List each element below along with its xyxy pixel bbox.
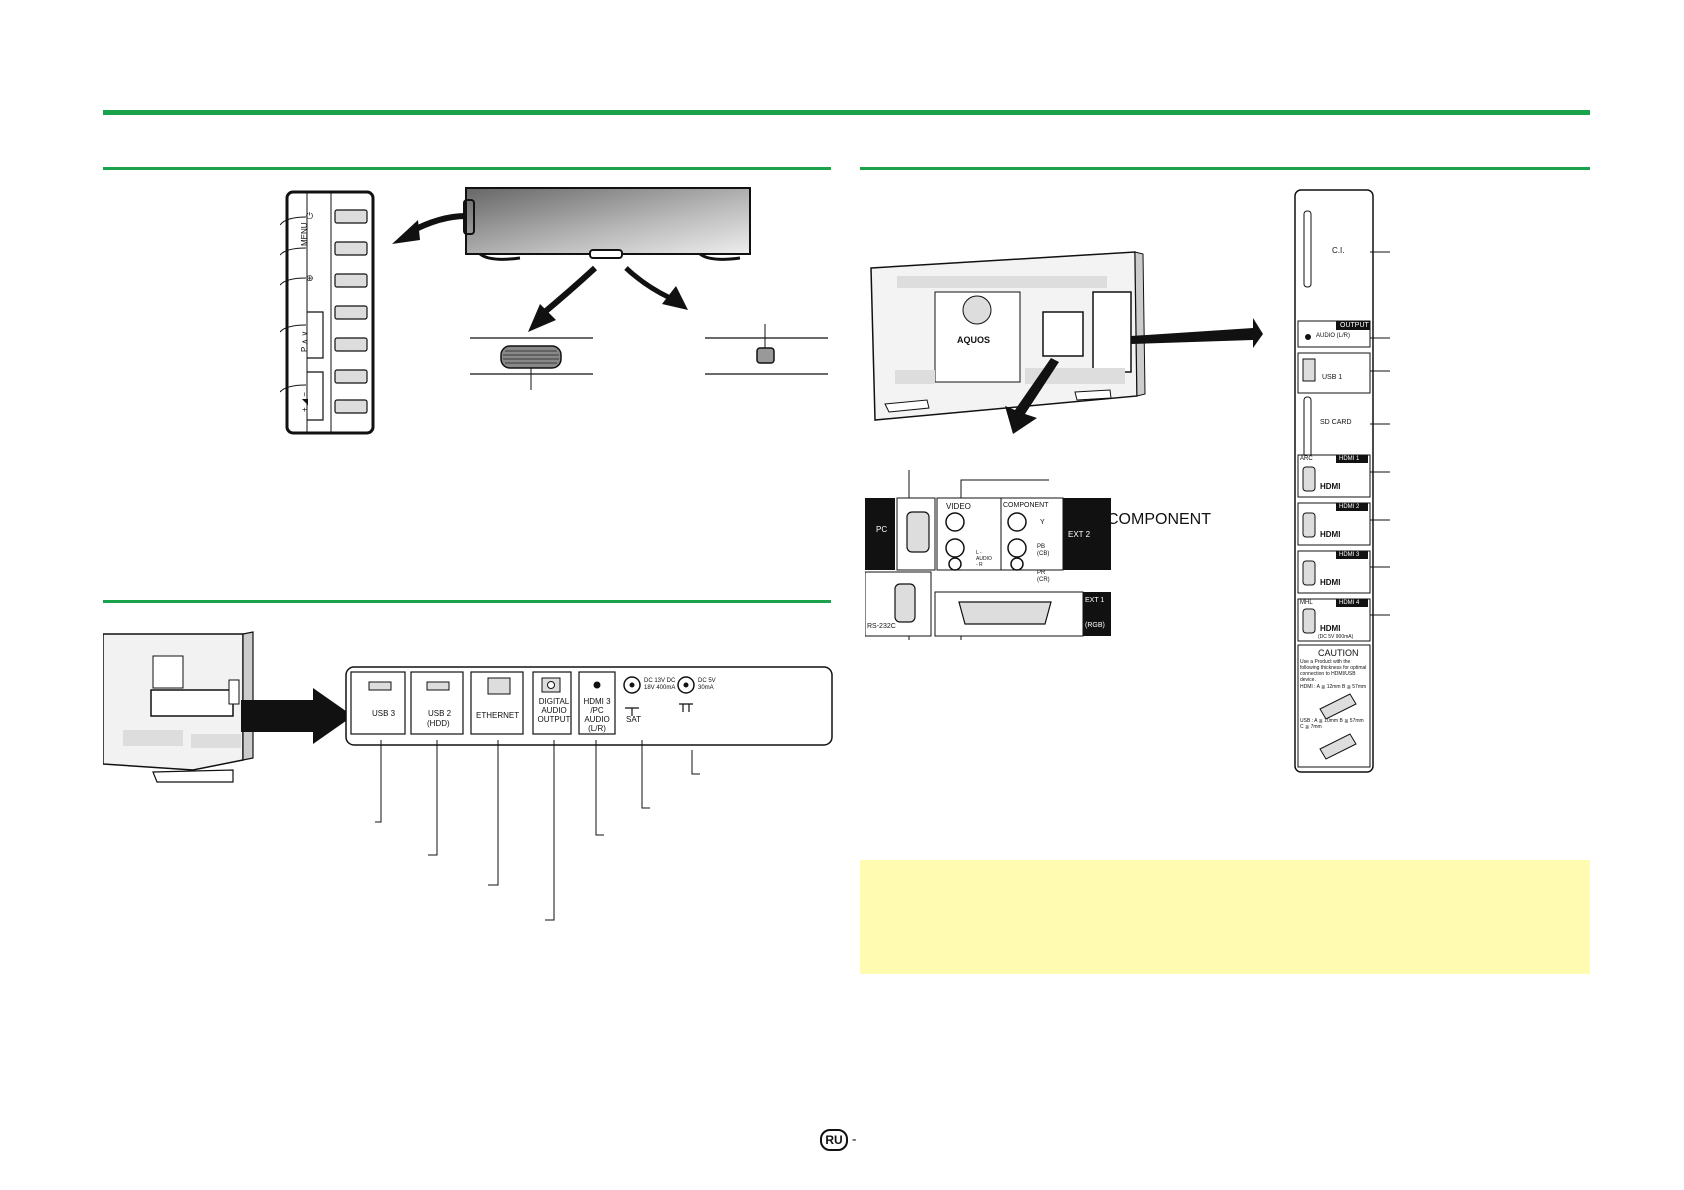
note-box: [860, 860, 1590, 974]
port-usb2-sub: (HDD): [427, 719, 450, 728]
hdmi3-label: HDMI 3: [1339, 552, 1360, 558]
front-button-input: ⊕: [306, 273, 314, 283]
hdmi4-logo: HDMI: [1320, 624, 1341, 633]
page-number: RU -: [820, 1129, 857, 1151]
tv-logo: AQUOS: [957, 335, 990, 345]
component-pr-label: PR (CR): [1037, 570, 1050, 583]
caution-hdmi: HDMI : A ≦ 12mm B ≦ 57mm: [1300, 684, 1367, 690]
language-badge: RU: [820, 1129, 848, 1151]
hdmi1-label: HDMI 1: [1339, 456, 1360, 462]
section-rule-front: [103, 167, 831, 170]
port-ethernet-label: ETHERNET: [476, 711, 520, 720]
pc-label: PC: [876, 525, 888, 534]
page-dash: -: [851, 1130, 857, 1147]
port-digital-audio-label: DIGITAL AUDIO OUTPUT: [537, 697, 571, 724]
tv-front-illustration: [390, 186, 830, 386]
tv-rear-corner-illustration: [102, 630, 353, 800]
headphone-audio-label: AUDIO (L/R): [1316, 333, 1351, 339]
section-rule-rear: [860, 167, 1590, 170]
ext2-label: EXT 2: [1068, 530, 1091, 539]
hdmi3-logo: HDMI: [1320, 578, 1341, 587]
component-title: COMPONENT: [1107, 511, 1211, 528]
side-panel-callouts: [1370, 245, 1400, 625]
headphone-output-label: OUTPUT: [1340, 322, 1369, 329]
side-terminal-panel: [1294, 189, 1374, 773]
video-label: VIDEO: [946, 502, 971, 511]
port-sat-power-label: DC 13V DC 18V 400mA: [644, 678, 676, 691]
ci-slot-label: C.I.: [1332, 246, 1345, 255]
hdmi2-label: HDMI 2: [1339, 504, 1360, 510]
front-button-power: ⏻: [306, 211, 314, 221]
ext1-sub: (RGB): [1085, 622, 1105, 629]
hdmi4-label: HDMI 4: [1339, 600, 1360, 606]
arc-label: ARC: [1300, 456, 1313, 462]
port-usb3-label: USB 3: [372, 709, 396, 718]
port-usb2-label: USB 2: [428, 709, 452, 718]
top-rule: [103, 110, 1590, 115]
rs232-label: RS-232C: [867, 623, 896, 630]
rear-port-callouts: [370, 730, 710, 930]
rear-port-strip: [345, 666, 833, 746]
led-indicator-detail: [700, 322, 830, 382]
audio-lr-label: L - AUDIO - R: [976, 550, 992, 568]
component-y-label: Y: [1040, 519, 1045, 526]
section-rule-rear-bottom: [103, 600, 831, 603]
ext1-label: EXT 1: [1085, 597, 1105, 604]
component-pb-label: PB (CB): [1037, 544, 1050, 557]
component-label: COMPONENT: [1003, 502, 1049, 509]
sdcard-label: SD CARD: [1320, 419, 1352, 426]
port-sat-label: SAT: [626, 715, 641, 724]
ir-sensor-detail: [465, 330, 595, 390]
mhl-label: MHL: [1300, 600, 1313, 606]
caution-text: Use a Product with the following thickne…: [1300, 659, 1367, 683]
hdmi2-logo: HDMI: [1320, 530, 1341, 539]
port-hdmi3-audio-label: HDMI 3 /PC AUDIO (L/R): [583, 697, 611, 733]
port-antenna-label: DC 5V 30mA: [698, 678, 716, 691]
rear-terminal-panel: [864, 470, 1115, 645]
hdmi4-power-label: (DC 5V 900mA): [1318, 634, 1354, 640]
usb1-label: USB 1: [1322, 374, 1343, 381]
tv-back-illustration: AQUOS: [865, 250, 1265, 440]
front-panel-callouts: [279, 205, 310, 405]
caution-title: CAUTION: [1318, 648, 1359, 658]
hdmi1-logo: HDMI: [1320, 482, 1341, 491]
caution-usb: USB : A ≦ 10mm B ≦ 57mm C ≦ 7mm: [1300, 718, 1364, 730]
control-panel-diagram: [285, 190, 375, 435]
